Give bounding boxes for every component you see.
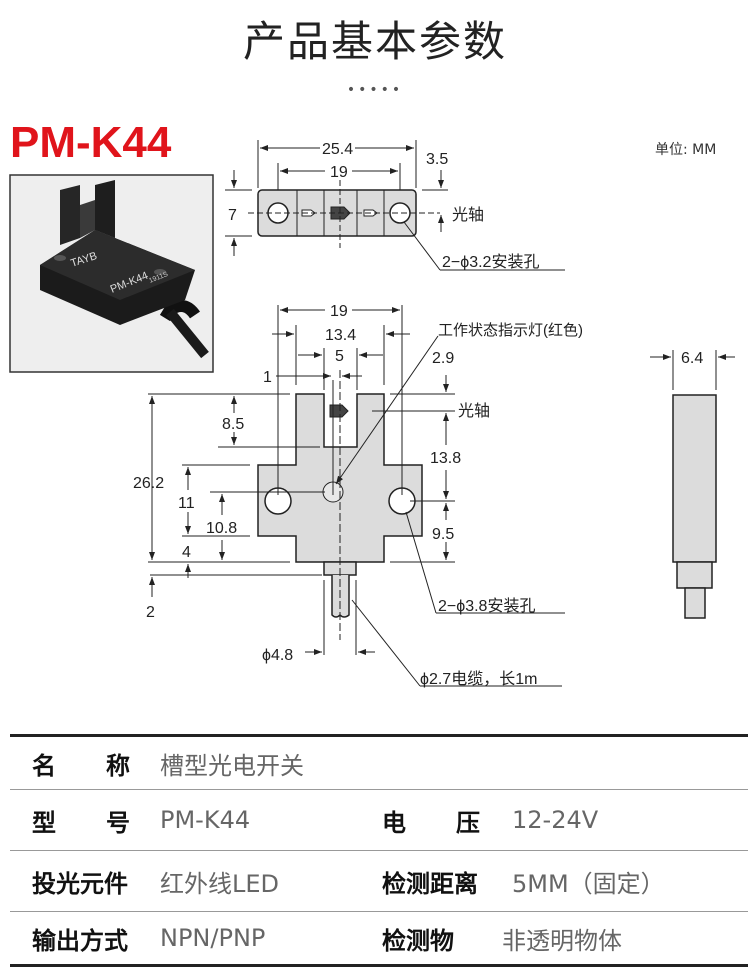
front-mount-holes-label: 2−ϕ3.8安装孔 (438, 597, 535, 615)
cable-label: ϕ2.7电缆，长1m (420, 670, 537, 688)
top-optical-axis-label: 光轴 (452, 206, 484, 224)
front-dim-hole-pitch: 19 (330, 303, 348, 320)
unit-label: 单位: MM (655, 142, 717, 158)
front-dim-indicator-height: 10.8 (206, 520, 237, 537)
top-mount-holes-label: 2−ϕ3.2安装孔 (442, 253, 539, 271)
spec-row: 投光元件 红外线LED 检测距离 5MM（固定） (10, 851, 748, 912)
spec-label: 投光元件 (32, 869, 128, 898)
page-title: 产品基本参数 (242, 17, 507, 66)
top-dim-offset: 3.5 (426, 151, 448, 168)
front-optical-axis-label: 光轴 (458, 402, 490, 420)
spec-label: 输出方式 (32, 926, 128, 955)
spec-value: 槽型光电开关 (160, 751, 304, 780)
spec-label: 名称 (32, 751, 180, 780)
spec-row: 名称 槽型光电开关 (10, 734, 748, 790)
spec-value: 12-24V (512, 806, 599, 834)
front-dim-slot-depth: 8.5 (222, 416, 244, 433)
front-dim-axis-top: 2.9 (432, 350, 454, 367)
indicator-label: 工作状态指示灯(红色) (438, 322, 583, 339)
front-dim-total-height: 26.2 (133, 475, 164, 492)
front-dim-flange-height: 11 (178, 495, 195, 512)
top-dim-total-width: 25.4 (322, 141, 353, 158)
front-dim-hole-height: 9.5 (432, 526, 454, 543)
spec-row: 输出方式 NPN/PNP 检测物 非透明物体 (10, 912, 748, 967)
front-dim-flange-bottom: 4 (182, 544, 191, 561)
spec-value: 红外线LED (160, 869, 280, 898)
spec-label: 电压 (382, 808, 530, 837)
side-dim-width: 6.4 (681, 350, 703, 367)
front-view (148, 305, 565, 687)
spec-value: 非透明物体 (502, 926, 622, 955)
front-dim-indicator-offset: 1 (263, 369, 272, 386)
spec-value: 5MM（固定） (512, 869, 665, 898)
title-divider-dots: ••••• (346, 82, 404, 98)
spec-label: 型号 (32, 808, 180, 837)
spec-value: PM-K44 (160, 806, 251, 834)
front-dim-stub-diameter: ϕ4.8 (262, 647, 293, 664)
spec-value: NPN/PNP (160, 924, 266, 952)
model-heading: PM-K44 (10, 118, 172, 167)
front-dim-stub: 2 (146, 604, 155, 621)
front-dim-body-width: 13.4 (325, 327, 356, 344)
spec-label: 检测物 (382, 926, 454, 955)
top-view (225, 140, 565, 271)
product-photo: TAYB PM-K44 1911S (9, 174, 214, 373)
side-view (650, 350, 735, 619)
spec-table: 名称 槽型光电开关 型号 PM-K44 电压 12-24V 投光元件 红外线LE… (10, 734, 748, 967)
front-dim-axis-to-hole: 13.8 (430, 450, 461, 467)
spec-label: 检测距离 (382, 869, 478, 898)
spec-row: 型号 PM-K44 电压 12-24V (10, 790, 748, 851)
front-dim-slot-width: 5 (335, 348, 344, 365)
dimension-drawing: TAYB PM-K44 1911S 25.4 19 3.5 7 光轴 2−ϕ3.… (9, 140, 735, 688)
top-dim-height: 7 (228, 207, 237, 224)
top-dim-hole-pitch: 19 (330, 164, 348, 181)
